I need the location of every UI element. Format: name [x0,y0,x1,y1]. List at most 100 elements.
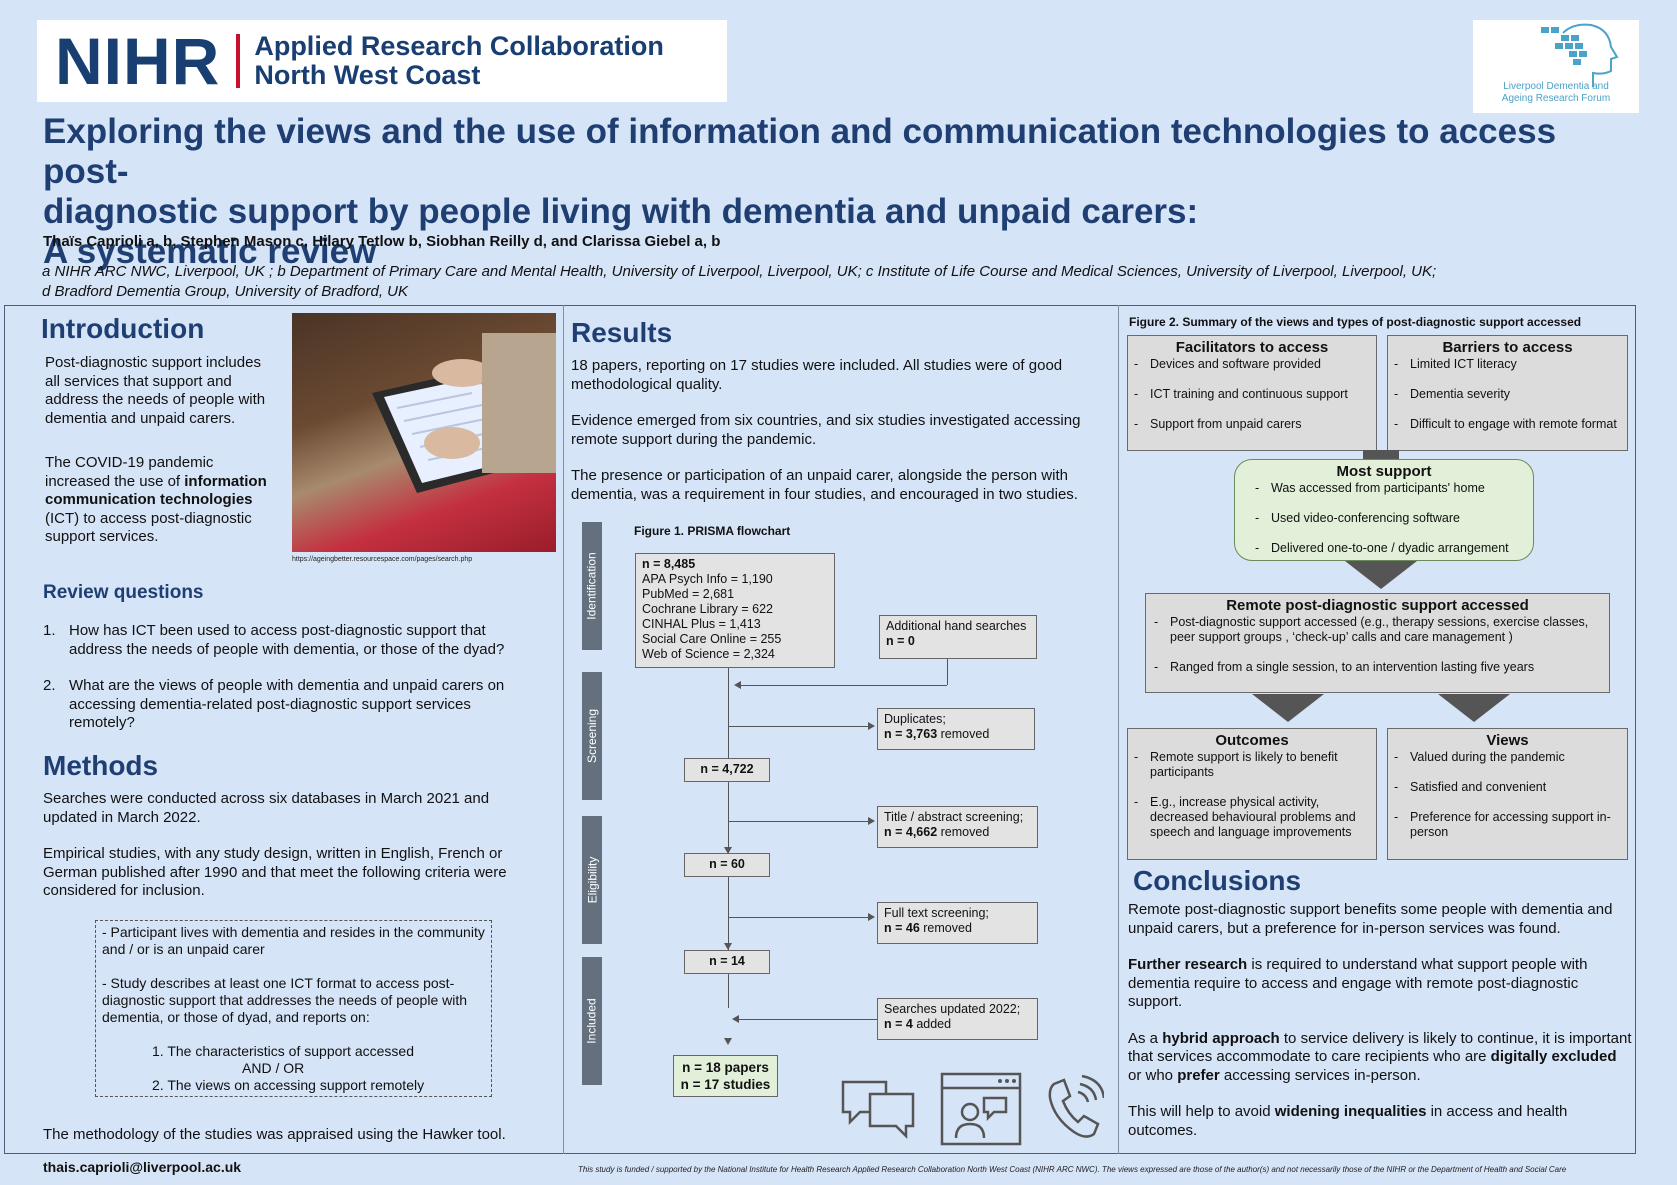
column-divider-2 [1118,305,1119,1154]
prisma-caption: Figure 1. PRISMA flowchart [634,524,791,538]
phone-icon [1048,1074,1104,1138]
logo-subtitle-line1: Applied Research Collaboration [254,31,664,61]
arrow-title [868,817,875,825]
nihr-arc-logo: NIHR Applied Research Collaboration Nort… [37,20,727,102]
criteria-4: AND / OR [242,1060,305,1076]
video-call-icon [940,1072,1022,1146]
methods-para2: Empirical studies, with any study design… [43,845,507,899]
barrier-item: Difficult to engage with remote format [1394,417,1621,432]
barriers-box: Barriers to access Limited ICT literacy … [1387,335,1628,451]
facilitator-item: ICT training and continuous support [1134,387,1370,402]
facilitator-item: Support from unpaid carers [1134,417,1370,432]
barriers-title: Barriers to access [1442,339,1573,356]
most-support-box: Most support Was accessed from participa… [1234,459,1534,561]
results-para2: Evidence emerged from six countries, and… [571,412,1081,448]
introduction-text: Post-diagnostic support includes all ser… [45,354,280,565]
conclusions-para3: As a hybrid approach to service delivery… [1128,1029,1632,1084]
views-box: Views Valued during the pandemic Satisfi… [1387,728,1628,860]
down-arrow-views [1438,694,1510,722]
funding-statement: This study is funded / supported by the … [578,1165,1567,1174]
source-social-care: Social Care Online = 255 [642,632,782,646]
facilitator-item: Devices and software provided [1134,357,1370,372]
review-questions-heading: Review questions [43,582,204,603]
intro-para2: The COVID-19 pandemic increased the use … [45,454,267,545]
arrow-full [868,913,875,921]
contact-email[interactable]: thais.caprioli@liverpool.ac.uk [43,1159,242,1175]
source-apa: APA Psych Info = 1,190 [642,572,773,586]
identification-box: n = 8,485 APA Psych Info = 1,190 PubMed … [635,553,835,668]
stage-screening: Screening [582,672,602,800]
barrier-item: Dementia severity [1394,387,1621,402]
column-divider-1 [563,305,564,1154]
facilitators-box: Facilitators to access Devices and softw… [1127,335,1377,451]
results-para3: The presence or participation of an unpa… [571,467,1078,503]
chat-bubbles-icon [841,1080,915,1140]
source-cochrane: Cochrane Library = 622 [642,602,773,616]
conclusions-para1: Remote post-diagnostic support benefits … [1128,901,1613,937]
criteria-5: 2. The views on accessing support remote… [152,1077,425,1093]
logo-subtitle: Applied Research Collaboration North Wes… [254,32,664,90]
photo-credit: https://ageingbetter.resourcespace.com/p… [292,556,473,563]
flow-main-line [728,668,729,1008]
title-line3: A systematic review [43,232,377,271]
stage-eligibility: Eligibility [582,816,602,944]
stage-included: Included [582,957,602,1085]
title-line1: Exploring the views and the use of infor… [43,112,1557,191]
hand-connector [947,659,948,685]
poster-title: Exploring the views and the use of infor… [43,112,1643,272]
most-support-item: Was accessed from participants' home [1255,481,1527,496]
views-title: Views [1486,732,1529,749]
source-cinhal: CINHAL Plus = 1,413 [642,617,761,631]
conclusions-para2: Further research is required to understa… [1128,956,1588,1010]
methods-heading: Methods [43,750,159,781]
n14-box: n = 14 [684,950,770,974]
arrow-dup [868,722,875,730]
tablet-photo [292,313,556,552]
outcomes-box: Outcomes Remote support is likely to ben… [1127,728,1377,860]
hand-searches-box: Additional hand searches n = 0 [879,615,1037,659]
ldarf-logo: Liverpool Dementia and Ageing Research F… [1473,20,1639,113]
ldarf-line2: Ageing Research Forum [1501,93,1611,104]
down-arrow-outcomes [1252,694,1324,722]
arrow-update [732,1015,739,1023]
most-support-item: Delivered one-to-one / dyadic arrangemen… [1255,541,1527,556]
view-item: Valued during the pandemic [1394,750,1621,765]
title-screening-box: Title / abstract screening; n = 4,662 re… [877,806,1038,848]
down-arrow-1 [1345,561,1417,589]
question-1: 1. How has ICT been used to access post-… [43,622,505,658]
stage-identification: Identification [582,522,602,650]
affiliations: a NIHR ARC NWC, Liverpool, UK ; b Depart… [42,262,1652,302]
conclusions-text: Remote post-diagnostic support benefits … [1128,901,1633,1158]
review-questions-list: 1. How has ICT been used to access post-… [43,622,533,733]
duplicates-box: Duplicates; n = 3,763 removed [877,708,1035,750]
most-support-title: Most support [1336,463,1432,480]
hand-connector-h [740,685,947,686]
figure2-caption: Figure 2. Summary of the views and types… [1129,315,1582,329]
arrow-to-14 [724,943,732,950]
title-connector [728,821,868,822]
logo-divider [236,34,241,88]
head-blocks-icon [1541,23,1619,87]
conclusions-heading: Conclusions [1133,865,1302,896]
eligibility-count-box: n = 60 [684,853,770,877]
most-support-item: Used video-conferencing software [1255,511,1527,526]
affiliations-line1: a NIHR ARC NWC, Liverpool, UK ; b Depart… [42,263,1437,280]
full-text-box: Full text screening; n = 46 removed [877,902,1038,944]
inclusion-criteria-box: - Participant lives with dementia and re… [95,920,492,1097]
source-pubmed: PubMed = 2,681 [642,587,735,601]
connector-block [1363,450,1399,460]
methods-para1: Searches were conducted across six datab… [43,790,490,826]
arrow-to-60 [724,847,732,854]
ldarf-logo-text: Liverpool Dementia and Ageing Research F… [1473,81,1639,105]
criteria-1: - Participant lives with dementia and re… [102,924,485,957]
criteria-2: - Study describes at least one ICT forma… [102,975,468,1025]
results-text: 18 papers, reporting on 17 studies were … [571,357,1101,522]
view-item: Satisfied and convenient [1394,780,1621,795]
outcomes-title: Outcomes [1215,732,1289,749]
screening-count-box: n = 4,722 [684,758,770,782]
results-para1: 18 papers, reporting on 17 studies were … [571,357,1063,393]
dup-connector [728,726,868,727]
logo-subtitle-line2: North West Coast [254,60,481,90]
affiliations-line2: d Bradford Dementia Group, University of… [42,283,408,300]
remote-support-title: Remote post-diagnostic support accessed [1226,597,1529,614]
